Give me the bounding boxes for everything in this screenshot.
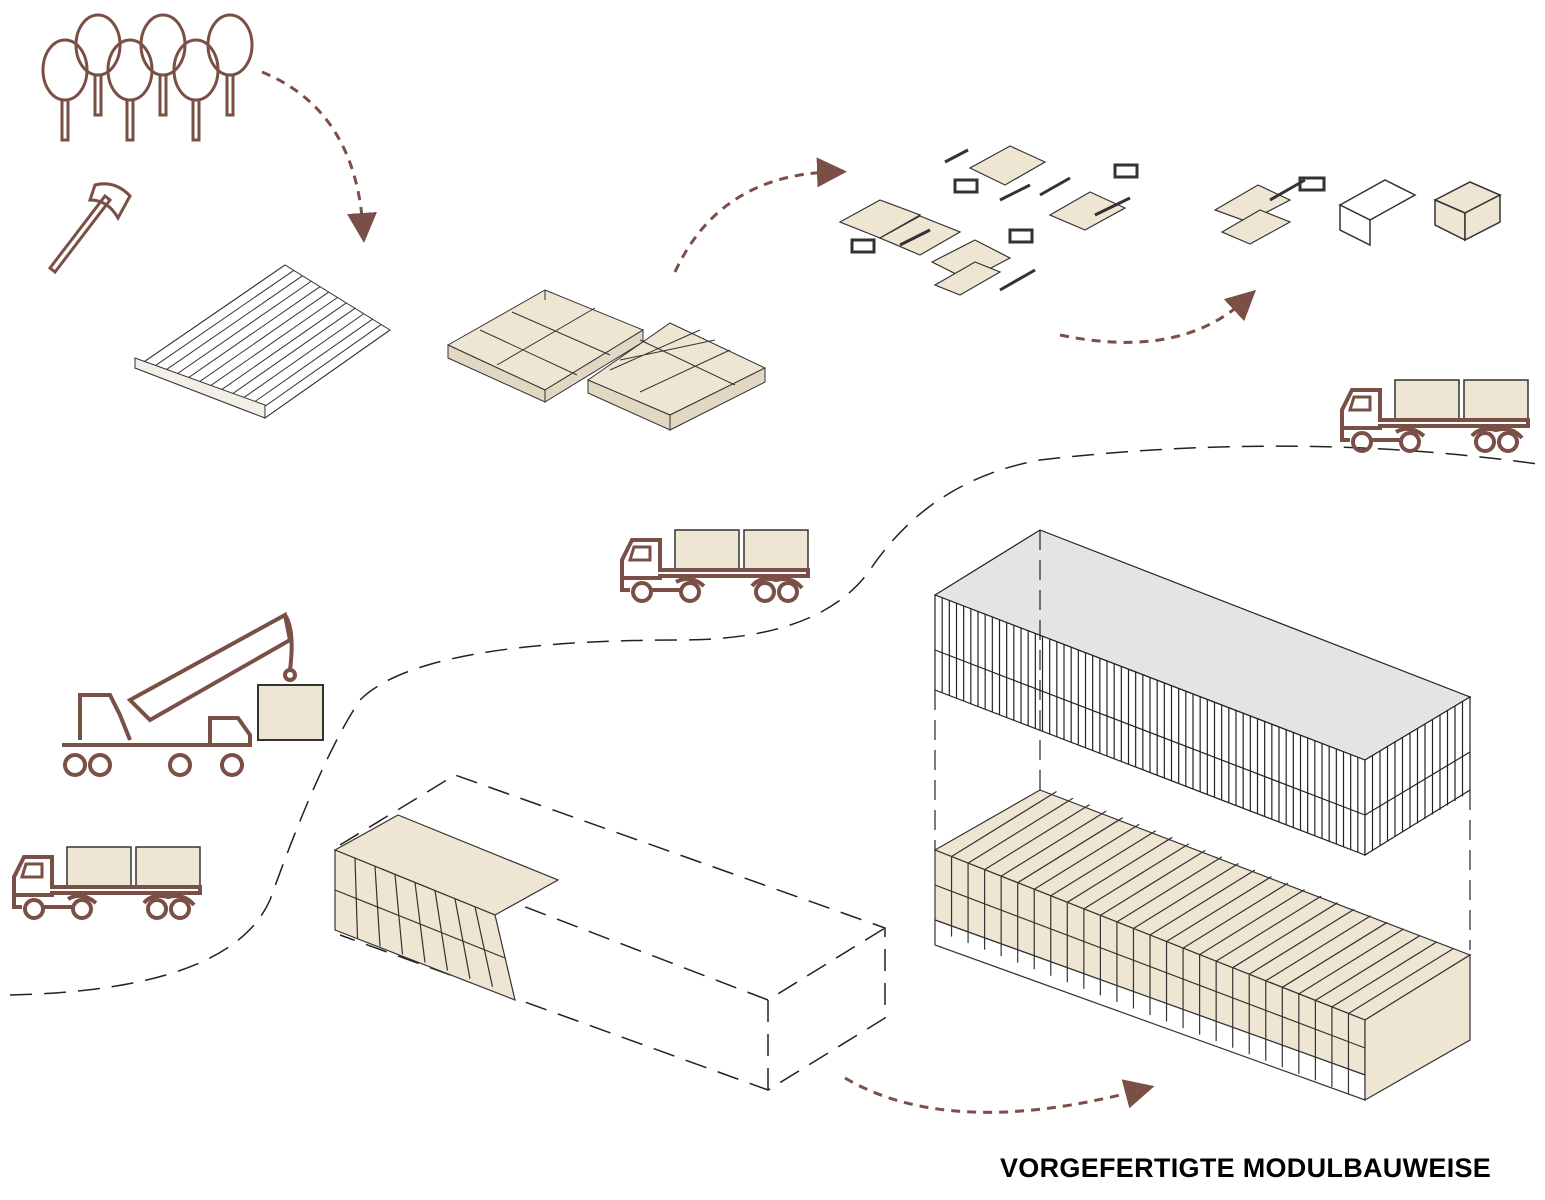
truck-icon [1340, 378, 1530, 453]
module-roof-seam [1215, 895, 1322, 962]
truck-icon [12, 845, 202, 920]
arrow-icon [1059, 289, 1257, 344]
lumber-board [210, 302, 347, 398]
module-roof-seam [1050, 830, 1157, 897]
module-roof-seam [951, 791, 1057, 858]
axe-icon [47, 182, 132, 275]
truck-icon [620, 528, 810, 603]
arrow-icon [261, 70, 377, 243]
lumber-board [232, 313, 365, 406]
lumber-board [167, 280, 312, 381]
module-roof-seam [1182, 882, 1289, 949]
module-roof-seam [1298, 928, 1405, 995]
panel-stacks [446, 289, 767, 431]
module-roof-seam [1265, 915, 1372, 982]
module-roof-seam [1116, 856, 1223, 923]
module-edge [374, 866, 381, 947]
lumber-board [134, 264, 286, 369]
lumber-board [145, 270, 295, 373]
lumber-board [243, 318, 373, 411]
crane-truck-icon [62, 611, 324, 777]
module-stack [933, 789, 1472, 1102]
lumber-board [253, 324, 382, 415]
module-edge [434, 890, 449, 971]
module-roof-seam [984, 804, 1090, 871]
module-roof-seam [1248, 908, 1355, 975]
building-frame [933, 529, 1472, 950]
module-floor-line [934, 884, 1366, 1049]
module-roof-seam [1083, 843, 1190, 910]
module-roof-seam [1066, 836, 1173, 903]
frame-beam [934, 649, 1366, 816]
transport-route [9, 445, 1545, 996]
module-roof-seam [1017, 817, 1124, 884]
module-roof-seam [1232, 902, 1339, 969]
lumber-board [264, 329, 391, 419]
module-roof-seam [1315, 934, 1421, 1001]
exploded-panels [838, 145, 1326, 296]
frame-beam [1364, 751, 1471, 816]
process-arrows [261, 70, 1257, 1114]
lumber-board [156, 275, 303, 377]
module-edge [474, 906, 494, 988]
module-roof-seam [1133, 862, 1239, 929]
module-roof-seam [1033, 823, 1140, 890]
module-roof-seam [1000, 810, 1107, 877]
module-roof-seam [1281, 921, 1388, 988]
module-assembly [1338, 179, 1502, 247]
lumber-board [178, 286, 321, 386]
arrow-icon [844, 1076, 1155, 1114]
forest-trees-icon [41, 13, 254, 142]
module-roof-seam [1331, 941, 1438, 1008]
module-roof-seam [1348, 947, 1454, 1014]
diagram-title: VORGEFERTIGTE MODULBAUWEISE [1000, 1153, 1492, 1183]
lumber-board [199, 297, 338, 394]
module-edge [454, 898, 471, 979]
module-edge [394, 874, 404, 955]
module-roof-seam [1166, 876, 1272, 943]
module-roof-seam [1100, 849, 1206, 916]
lumber-board [221, 307, 356, 402]
arrow-icon [673, 157, 847, 273]
lumber-stack [133, 264, 391, 419]
module-roof-seam [1149, 869, 1256, 936]
lumber-board [188, 291, 330, 390]
modules-partial [333, 814, 560, 1001]
module-floor-line [334, 889, 506, 959]
module-roof-seam [967, 797, 1074, 864]
module-edge [414, 882, 426, 963]
module-roof-seam [1199, 889, 1305, 956]
